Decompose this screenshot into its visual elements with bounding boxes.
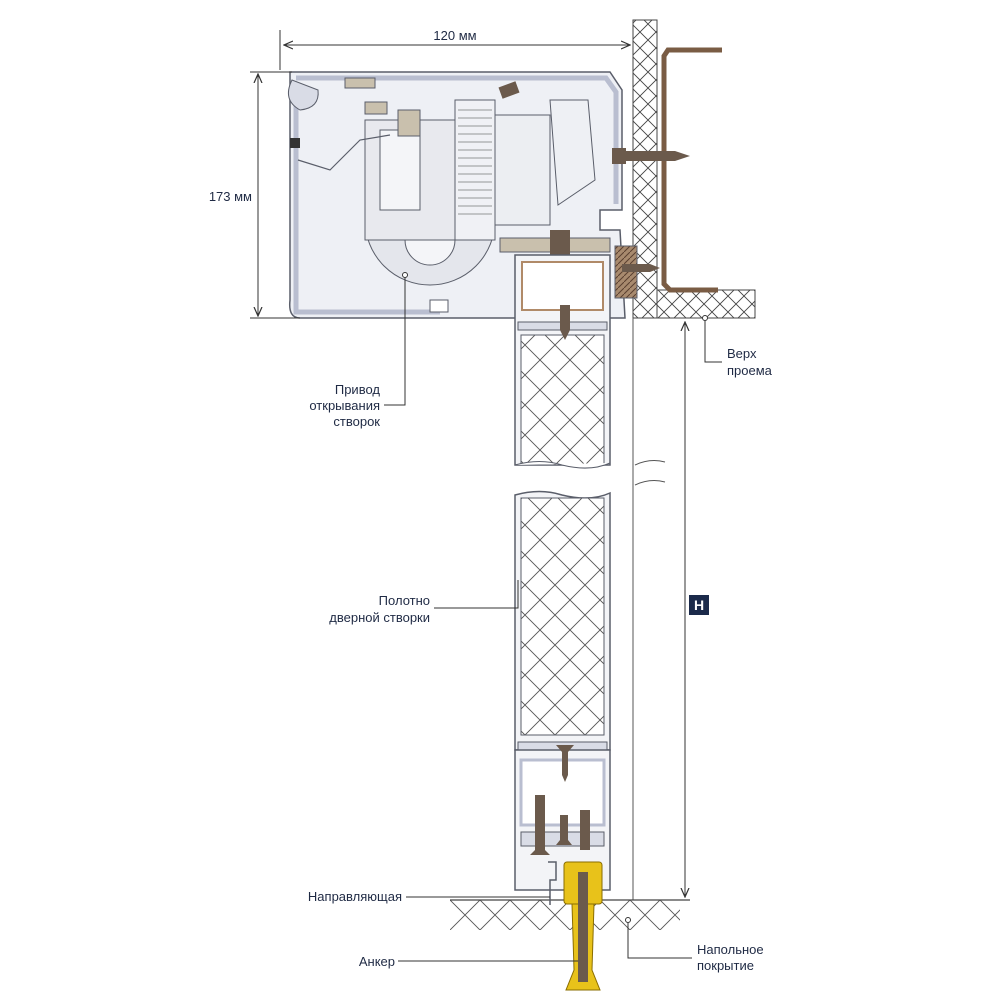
screw-icon	[498, 81, 520, 99]
callout-floor: Напольное покрытие	[625, 917, 764, 973]
anchor-label: Анкер	[359, 954, 395, 969]
opening-top-label: проема	[727, 363, 773, 378]
height-badge	[689, 595, 709, 615]
callout-door-leaf: Полотно дверной створки	[329, 580, 519, 625]
opening-top-label: Верх	[727, 346, 757, 361]
guide-label: Направляющая	[308, 889, 402, 904]
door-leaf-label: дверной створки	[329, 610, 430, 625]
floor-guide	[548, 861, 557, 905]
drive-label: створок	[333, 414, 380, 429]
drive-label: открывания	[309, 398, 380, 413]
gear	[454, 99, 496, 241]
callout-drive: Привод открывания створок	[309, 272, 408, 429]
door-leaf	[514, 254, 611, 891]
steel-bracket	[661, 47, 722, 293]
wall-screw	[612, 148, 690, 164]
callout-guide: Направляющая	[308, 889, 550, 904]
floor-label: покрытие	[697, 958, 754, 973]
floor	[450, 899, 690, 930]
callout-opening-top: Верх проема	[702, 315, 773, 378]
roller	[549, 99, 596, 206]
drive-label: Привод	[335, 382, 381, 397]
anchor	[563, 861, 603, 991]
wall-section	[632, 19, 756, 319]
width-dimension-label: 120 мм	[433, 28, 476, 43]
callout-anchor: Анкер	[359, 954, 578, 969]
height-badge-label: H	[694, 597, 704, 613]
header-height-label: 173 мм	[209, 189, 252, 204]
door-leaf-label: Полотно	[379, 593, 430, 608]
floor-label: Напольное	[697, 942, 764, 957]
